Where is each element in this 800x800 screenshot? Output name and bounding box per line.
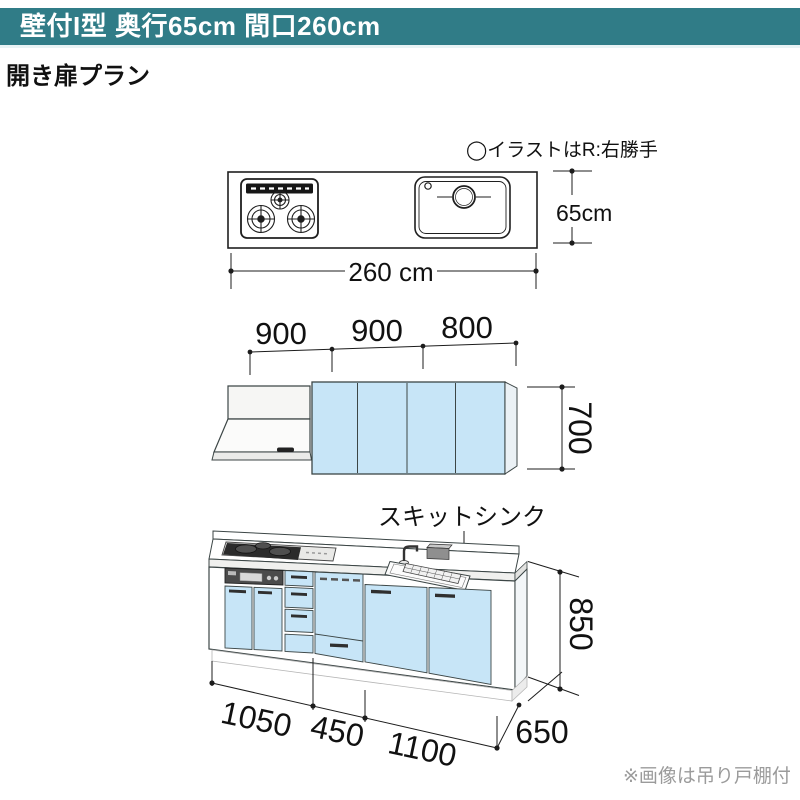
plan-cooktop [240, 178, 319, 239]
depth-650-label: 650 [515, 714, 568, 750]
bottom-width-label-1: 1050 [218, 694, 295, 744]
hood-handle [277, 447, 294, 452]
front-panels [224, 567, 492, 686]
segment-label-2: 900 [351, 313, 403, 348]
dim-depth-650: 650 [496, 671, 569, 750]
segment-label-3: 800 [441, 310, 493, 345]
dim-width-260: 260 cm [228, 253, 539, 289]
plan-view: 65cm 260 cm [227, 168, 612, 289]
drain-circle [452, 185, 476, 209]
dim-height-850: 850 [527, 561, 599, 696]
range-hood [211, 385, 313, 461]
door-4 [428, 587, 492, 686]
dim-segments: 900 900 800 [247, 310, 519, 375]
footer-note: ※画像は吊り戸棚付 [623, 766, 791, 787]
counter-accessory-box [426, 543, 453, 560]
header-title: 壁付I型 奥行65cm 間口260cm [20, 11, 381, 41]
width-label: 260 cm [348, 257, 433, 287]
grill-control-panel [224, 567, 284, 586]
bottom-width-label-2: 450 [308, 708, 368, 754]
dim-depth-65: 65cm [553, 168, 612, 246]
toe-kick-side [511, 675, 528, 702]
bottom-width-label-3: 1100 [385, 724, 460, 774]
drawer-stack [284, 570, 314, 654]
dim-height-700: 700 [527, 384, 598, 472]
plan-sink [414, 176, 511, 239]
elevation-height-label: 700 [562, 401, 598, 454]
header-bar: 壁付I型 奥行65cm 間口260cm [0, 8, 800, 48]
elevation-view: 900 900 800 700 [211, 310, 598, 475]
door-3 [364, 584, 428, 674]
depth-label: 65cm [556, 200, 612, 226]
sink-basket [402, 563, 462, 584]
sink-basin [384, 560, 471, 592]
burner-small [270, 190, 290, 210]
illustration-note: ◯イラストはR:右勝手 [466, 140, 658, 161]
door-1 [224, 585, 253, 650]
wall-cabinet-side-panel [504, 381, 518, 475]
perspective-cooktop [221, 541, 337, 562]
burner-right [286, 204, 316, 234]
wall-cabinet [311, 381, 518, 475]
tall-unit [314, 571, 364, 663]
faucet-hole [424, 182, 432, 190]
perspective-height-label: 850 [563, 597, 599, 650]
burner-left [246, 204, 276, 234]
cabinet-side-panel [514, 567, 528, 692]
segment-label-1: 900 [255, 316, 307, 351]
plan-counter [227, 171, 538, 249]
sink-label: スキットシンク [378, 504, 546, 531]
plan-title: 開き扉プラン [6, 63, 150, 90]
perspective-view: スキットシンク [208, 504, 599, 774]
door-2 [253, 586, 283, 652]
